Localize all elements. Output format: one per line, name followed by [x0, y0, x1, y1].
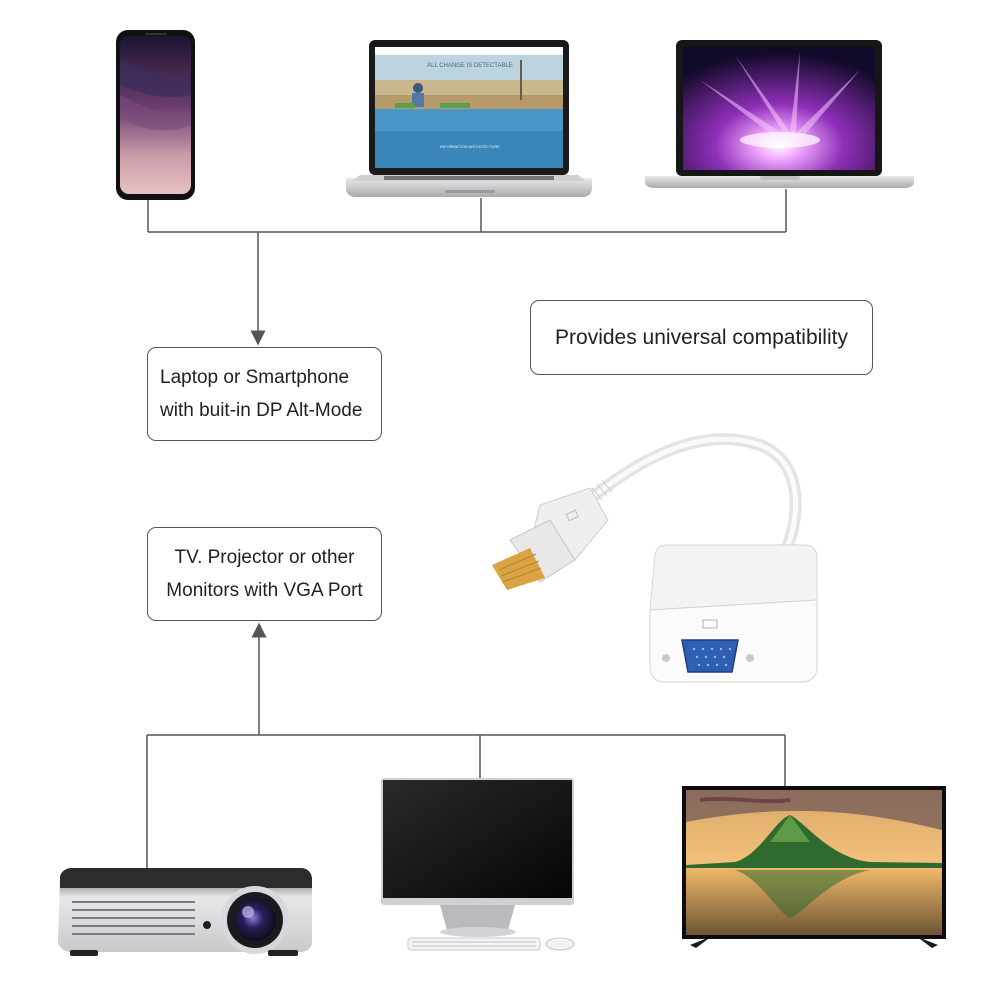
source-label-line-2: with buit-in DP Alt-Mode — [160, 400, 363, 421]
laptop-screen-headline: ALL CHANGE IS DETECTABLE — [427, 63, 513, 69]
top-connector-lines — [147, 189, 787, 346]
target-label-line-2: Monitors with VGA Port — [166, 580, 363, 601]
desktop-monitor-icon — [381, 778, 575, 951]
smartphone-icon — [116, 30, 195, 200]
macbook-icon — [645, 40, 914, 188]
compatibility-label-box: Provides universal compatibility — [530, 300, 873, 375]
bottom-connector-lines — [146, 622, 786, 868]
projector-icon — [58, 868, 312, 956]
compatibility-label-text: Provides universal compatibility — [555, 326, 848, 349]
dp-to-vga-adapter-icon — [492, 433, 818, 683]
laptop-icon: ALL CHANGE IS DETECTABLE INFORMATION ARC… — [346, 40, 592, 197]
target-label-line-1: TV. Projector or other — [174, 547, 355, 568]
source-device-label-box: Laptop or Smartphone with buit-in DP Alt… — [147, 347, 382, 441]
target-device-label-box: TV. Projector or other Monitors with VGA… — [147, 527, 382, 621]
source-label-line-1: Laptop or Smartphone — [160, 367, 350, 388]
tv-icon — [682, 786, 946, 948]
laptop-screen-footer: INFORMATION ARCHITECTURE — [440, 144, 500, 149]
